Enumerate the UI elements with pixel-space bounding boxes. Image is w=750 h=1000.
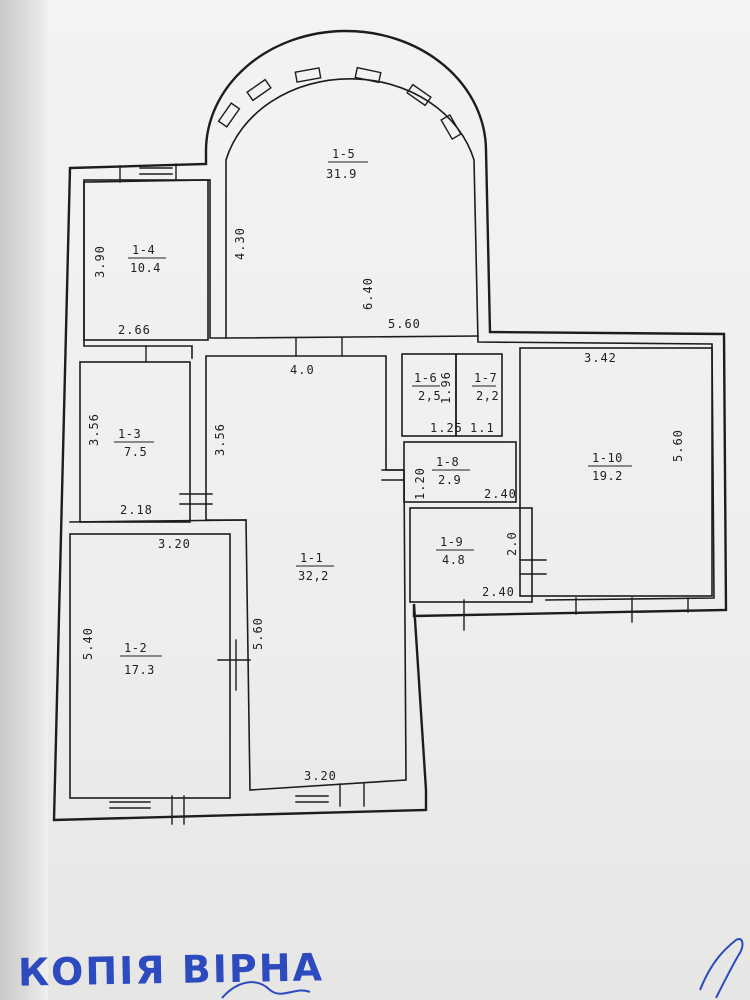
svg-text:1-9: 1-9 bbox=[440, 535, 463, 549]
dim-r9-height: 2.0 bbox=[505, 531, 519, 556]
svg-text:2.9: 2.9 bbox=[438, 473, 461, 487]
room-outline-1 bbox=[205, 355, 407, 791]
room-7-label: 1-7 2,2 bbox=[472, 371, 499, 403]
room-outline-10 bbox=[519, 347, 713, 597]
dim-r1-top: 4.0 bbox=[290, 363, 315, 377]
svg-text:1-1: 1-1 bbox=[300, 551, 323, 565]
exterior-wall bbox=[52, 29, 728, 822]
svg-text:1-4: 1-4 bbox=[132, 243, 155, 257]
svg-text:7.5: 7.5 bbox=[124, 445, 147, 459]
door-marks bbox=[109, 337, 689, 825]
dim-r8-width: 2.40 bbox=[484, 487, 517, 501]
svg-text:2,5: 2,5 bbox=[418, 389, 441, 403]
room-5-label: 1-5 31.9 bbox=[326, 147, 368, 181]
dim-r3-width: 2.18 bbox=[120, 503, 153, 517]
dim-r6-width: 1.25 bbox=[430, 421, 463, 435]
room-outline-7 bbox=[455, 353, 503, 437]
window-r4 bbox=[119, 163, 177, 183]
room-outline-9 bbox=[409, 507, 533, 603]
svg-text:32,2: 32,2 bbox=[298, 569, 329, 583]
svg-text:1-6: 1-6 bbox=[414, 371, 437, 385]
dim-r8-height: 1.20 bbox=[413, 467, 427, 500]
exterior-wall-inner bbox=[83, 77, 715, 601]
dim-r5-height: 6.40 bbox=[361, 277, 375, 310]
svg-text:1-8: 1-8 bbox=[436, 455, 459, 469]
certified-copy-stamp: КОПІЯ ВІРНА bbox=[17, 945, 325, 995]
dim-r1-left: 3.56 bbox=[213, 423, 227, 456]
room-9-label: 1-9 4.8 bbox=[436, 535, 474, 567]
dim-r1-right: 5.60 bbox=[251, 617, 265, 650]
dim-r6-height: 1.96 bbox=[439, 371, 453, 404]
svg-text:1-2: 1-2 bbox=[124, 641, 147, 655]
svg-text:1-3: 1-3 bbox=[118, 427, 141, 441]
room-1-label: 1-1 32,2 bbox=[296, 551, 334, 583]
dim-r1-bottom: 3.20 bbox=[304, 769, 337, 783]
svg-text:1-5: 1-5 bbox=[332, 147, 355, 161]
dim-r4-height: 3.90 bbox=[93, 245, 107, 278]
room-outline-4 bbox=[83, 179, 209, 341]
arch-windows bbox=[217, 66, 462, 140]
paper-sheet bbox=[48, 0, 750, 1000]
dim-r4-width: 2.66 bbox=[118, 323, 151, 337]
dim-r2-height: 5.40 bbox=[81, 627, 95, 660]
dim-r7-width: 1.1 bbox=[470, 421, 495, 435]
room-10-label: 1-10 19.2 bbox=[588, 451, 632, 483]
dim-r10-top: 3.42 bbox=[584, 351, 617, 365]
dim-r9-width: 2.40 bbox=[482, 585, 515, 599]
dim-r5-width: 5.60 bbox=[388, 317, 421, 331]
room-labels: 1-1 32,2 1-2 17.3 1-3 7.5 1-4 10.4 1-5 bbox=[114, 147, 632, 677]
room-4-label: 1-4 10.4 bbox=[128, 243, 166, 275]
svg-text:31.9: 31.9 bbox=[326, 167, 357, 181]
room-2-label: 1-2 17.3 bbox=[120, 641, 162, 677]
svg-text:1-10: 1-10 bbox=[592, 451, 623, 465]
room-3-label: 1-3 7.5 bbox=[114, 427, 154, 459]
dim-r10-height: 5.60 bbox=[671, 429, 685, 462]
svg-text:1-7: 1-7 bbox=[474, 371, 497, 385]
dimension-labels: 3.90 2.66 4.30 6.40 5.60 3.56 2.18 4.0 3… bbox=[81, 227, 685, 783]
room-8-label: 1-8 2.9 bbox=[432, 455, 470, 487]
dim-r5-left: 4.30 bbox=[233, 227, 247, 260]
svg-text:19.2: 19.2 bbox=[592, 469, 623, 483]
svg-text:4.8: 4.8 bbox=[442, 553, 465, 567]
signature-mark bbox=[221, 938, 744, 999]
room-outline-8 bbox=[403, 441, 517, 503]
room-outline-2 bbox=[69, 533, 231, 799]
dim-r3-height: 3.56 bbox=[87, 413, 101, 446]
svg-text:10.4: 10.4 bbox=[130, 261, 161, 275]
svg-text:17.3: 17.3 bbox=[124, 663, 155, 677]
dim-r2-top: 3.20 bbox=[158, 537, 191, 551]
binder-spine bbox=[0, 0, 48, 1000]
svg-text:2,2: 2,2 bbox=[476, 389, 499, 403]
room-6-label: 1-6 2,5 bbox=[412, 371, 441, 403]
